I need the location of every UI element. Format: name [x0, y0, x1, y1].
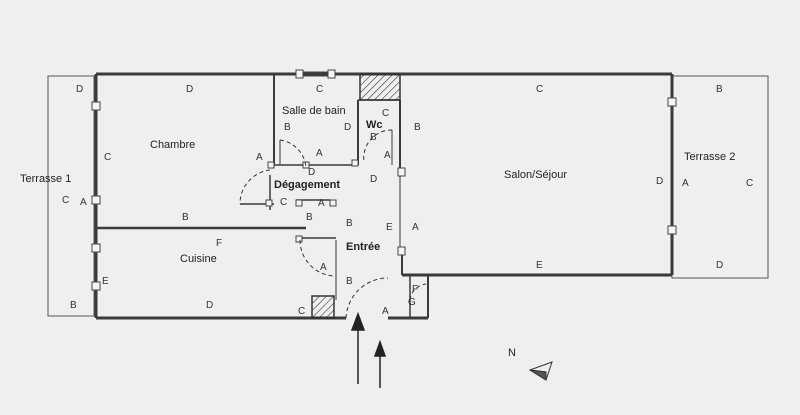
wall-code: F [216, 238, 222, 249]
wall-code: C [746, 178, 753, 189]
wall-code: A [316, 148, 323, 159]
wall-code: A [382, 306, 389, 317]
wall-code: A [682, 178, 689, 189]
wall-code: B [70, 300, 77, 311]
room-chambre: Chambre [150, 139, 195, 151]
wall-code: A [80, 197, 87, 208]
wall-code: D [206, 300, 213, 311]
wall-code: D [308, 167, 315, 178]
wall-code: A [256, 152, 263, 163]
wall-code: F [412, 284, 418, 295]
wall-code: C [382, 108, 389, 119]
wall-code: D [344, 122, 351, 133]
wall-code: C [280, 197, 287, 208]
room-entree: Entrée [346, 241, 380, 253]
wall-code: B [306, 212, 313, 223]
wall-code: D [716, 260, 723, 271]
room-cuisine: Cuisine [180, 253, 217, 265]
wall-code: E [386, 222, 393, 233]
wall-code: B [346, 218, 353, 229]
entrance-arrows [350, 311, 387, 388]
room-salon-sejour: Salon/Séjour [504, 169, 567, 181]
wall-code: A [318, 198, 325, 209]
window-markers [91, 69, 677, 291]
terrasse-2-area [671, 75, 769, 279]
wall-code: D [186, 84, 193, 95]
room-salle-de-bain: Salle de bain [282, 105, 346, 117]
wall-code: G [408, 297, 416, 308]
wall-code: B [182, 212, 189, 223]
wall-code: E [536, 260, 543, 271]
wall-code: C [62, 195, 69, 206]
wall-code: C [298, 306, 305, 317]
wall-code: B [284, 122, 291, 133]
door-swings [239, 129, 427, 319]
duct-top [359, 73, 401, 101]
room-terrasse-1: Terrasse 1 [20, 173, 71, 185]
wall-code: A [320, 262, 327, 273]
duct-bottom [311, 295, 335, 319]
interior-walls [96, 74, 411, 318]
wall-code: B [716, 84, 723, 95]
compass-north-label: N [508, 347, 516, 359]
compass-arrow-icon [528, 361, 553, 381]
wall-code: A [412, 222, 419, 233]
wall-code: B [370, 132, 377, 143]
room-degagement: Dégagement [274, 179, 340, 191]
terrasse-1-area [47, 75, 95, 317]
wall-code: C [536, 84, 543, 95]
wall-code: C [316, 84, 323, 95]
room-terrasse-2: Terrasse 2 [684, 151, 735, 163]
room-wc: Wc [366, 119, 383, 131]
wall-code: C [104, 152, 111, 163]
wall-code: E [102, 276, 109, 287]
wall-code: D [656, 176, 663, 187]
wall-code: B [414, 122, 421, 133]
wall-code: D [76, 84, 83, 95]
wall-code: A [384, 150, 391, 161]
wall-code: B [346, 276, 353, 287]
wall-code: D [370, 174, 377, 185]
wall-codes: D C B D C A B C B A D C B A D A C D B A … [62, 84, 753, 317]
